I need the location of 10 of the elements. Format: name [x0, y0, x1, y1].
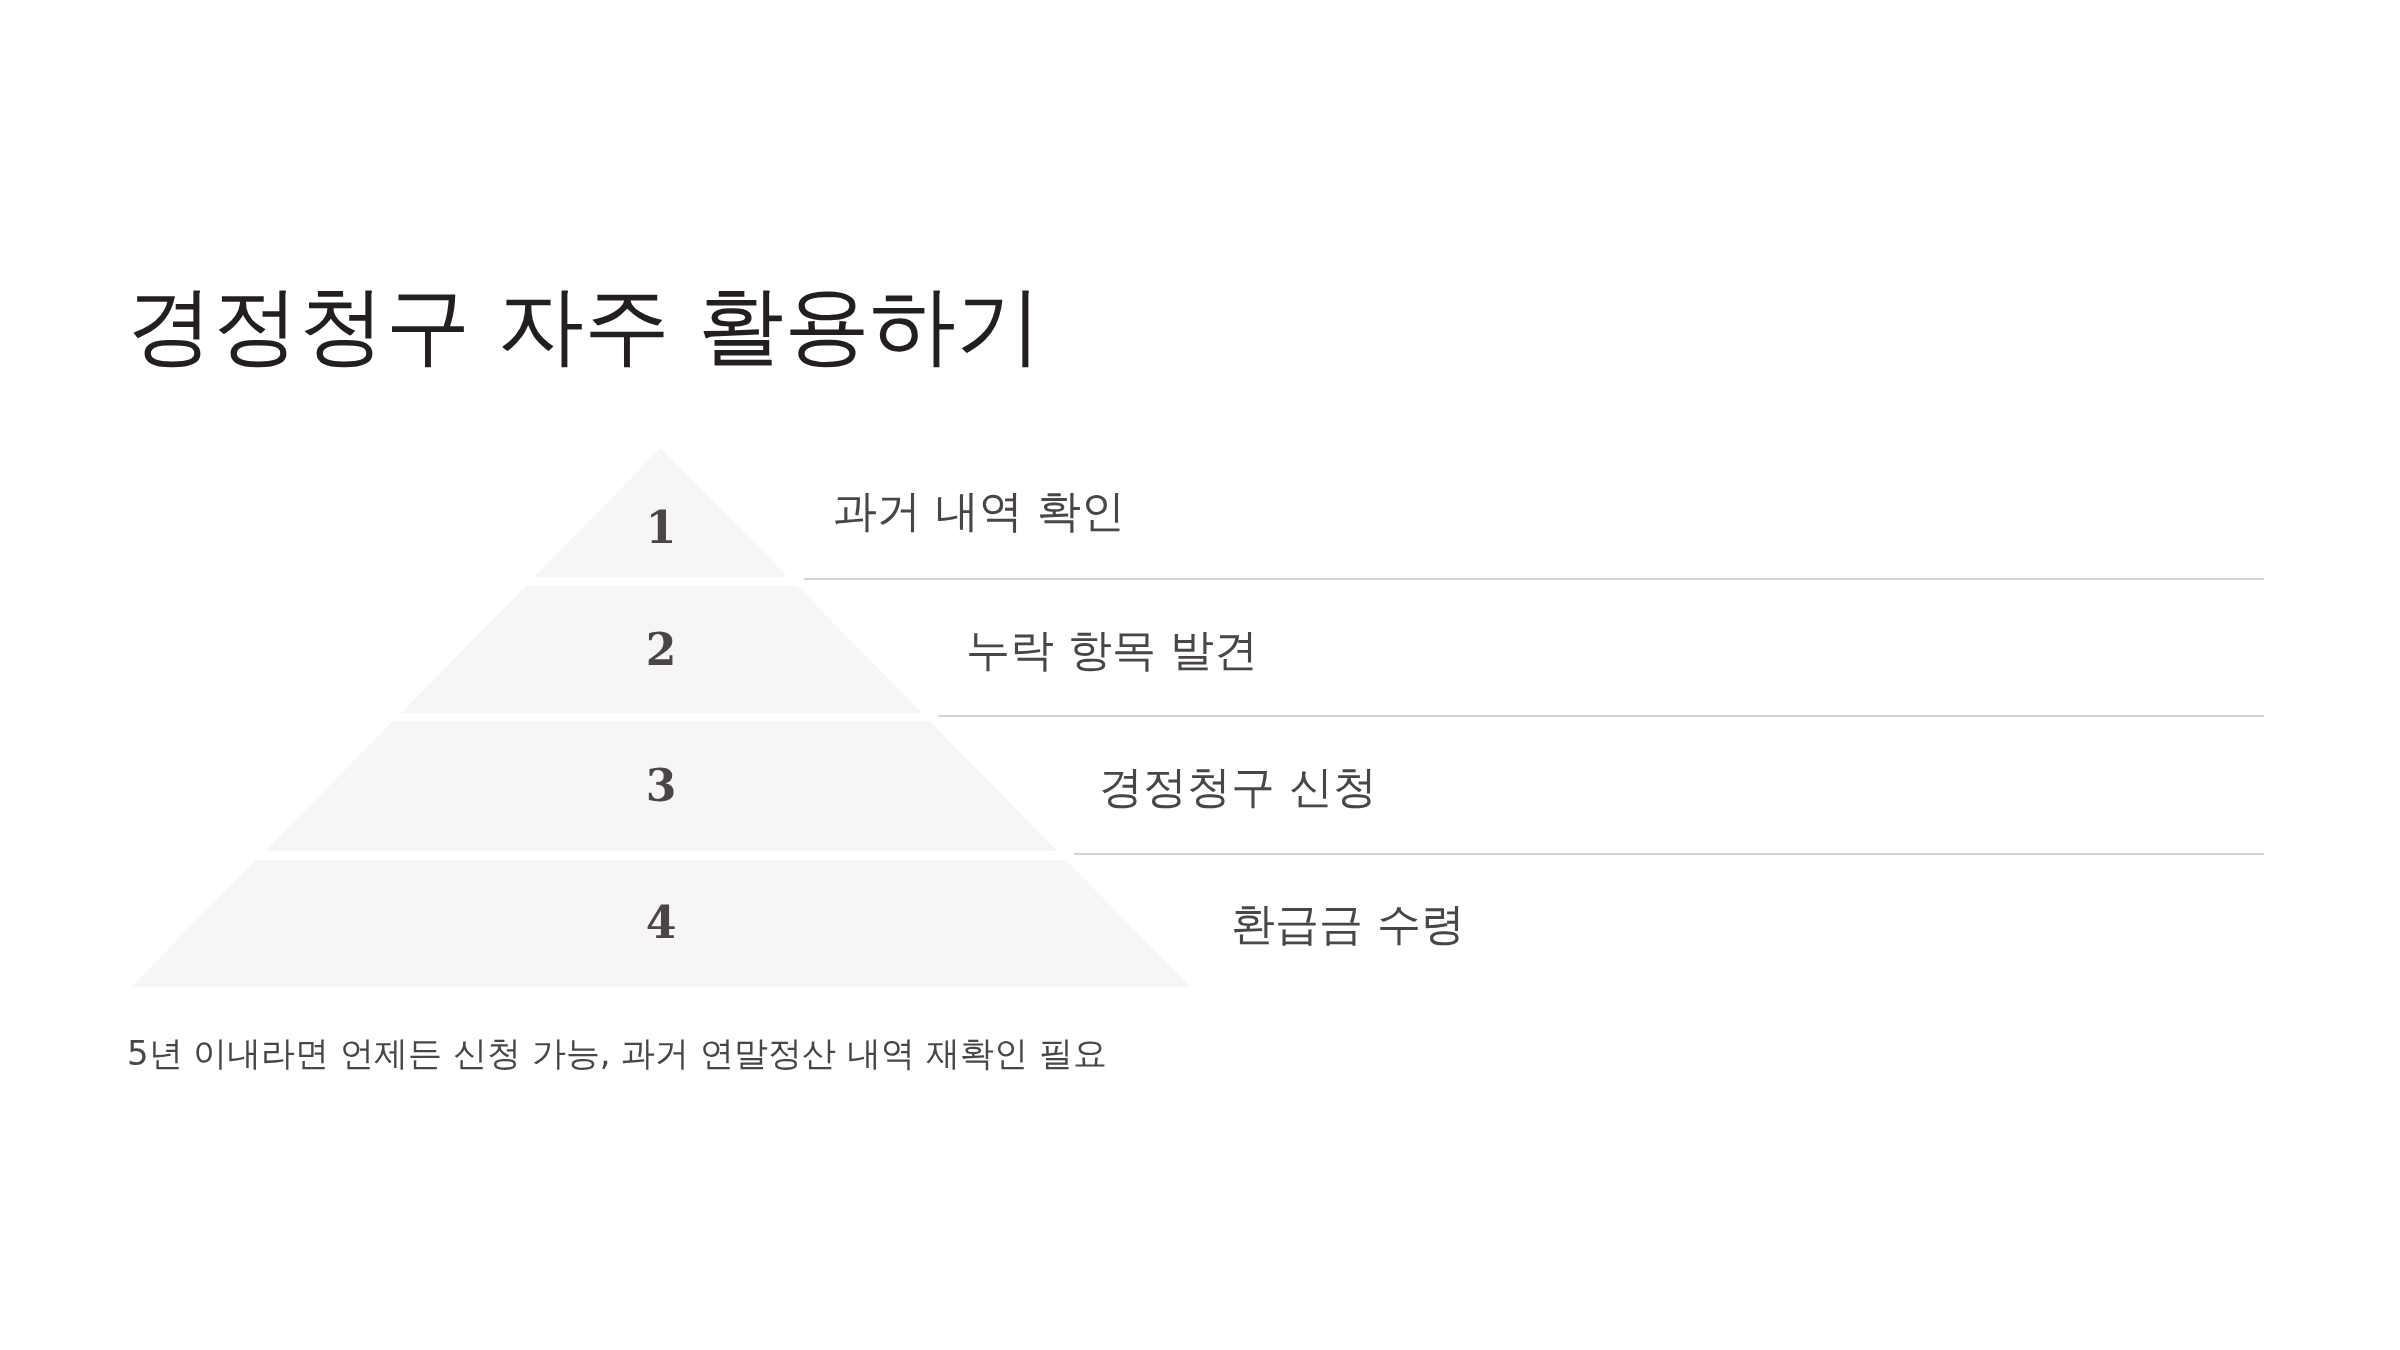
step-number: 3 [644, 759, 678, 813]
step-number: 2 [644, 623, 678, 677]
step-label: 경정청구 신청 [1099, 760, 1377, 814]
step-label: 과거 내역 확인 [833, 484, 1125, 538]
step-label: 누락 항목 발견 [966, 623, 1258, 677]
step-number: 1 [644, 501, 678, 555]
step-label: 환급금 수령 [1231, 897, 1465, 951]
step-number: 4 [644, 896, 678, 950]
title: 경정청구 자주 활용하기 [127, 274, 1042, 378]
caption: 5년 이내라면 언제든 신청 가능, 과거 연말정산 내역 재확인 필요 [127, 1032, 1107, 1074]
